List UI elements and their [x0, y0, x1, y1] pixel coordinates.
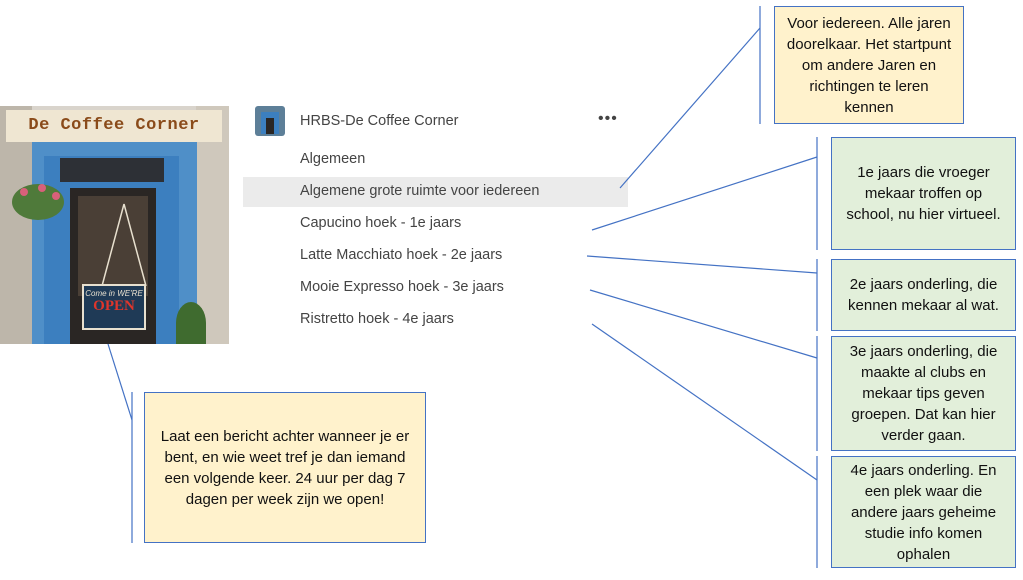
callout-year1: 1e jaars die vroeger mekaar troffen op s… [831, 137, 1016, 250]
callout-year3: 3e jaars onderling, die maakte al clubs … [831, 336, 1016, 451]
more-options-icon[interactable]: ••• [598, 110, 618, 127]
team-avatar[interactable] [255, 106, 285, 136]
sign-string [101, 203, 147, 287]
channel-latte-macchiato-hoek[interactable]: Latte Macchiato hoek - 2e jaars [243, 241, 628, 271]
photo-wall-right [196, 106, 229, 344]
team-avatar-door [266, 118, 274, 134]
channel-label: Latte Macchiato hoek - 2e jaars [300, 247, 503, 263]
callout-year3-text: 3e jaars onderling, die maakte al clubs … [849, 343, 998, 444]
channel-algemeen[interactable]: Algemeen [243, 145, 628, 175]
channel-label: Algemene grote ruimte voor iedereen [300, 183, 540, 199]
channel-label: Capucino hoek - 1e jaars [300, 215, 462, 231]
callout-year4: 4e jaars onderling. En een plek waar die… [831, 456, 1016, 568]
flower-icon [20, 188, 28, 196]
callout-general-text: Voor iedereen. Alle jaren doorelkaar. He… [786, 14, 952, 116]
channel-capucino-hoek[interactable]: Capucino hoek - 1e jaars [243, 209, 628, 239]
callout-photo-note-text: Laat een bericht achter wanneer je er be… [160, 427, 410, 508]
channel-label: Algemeen [300, 151, 366, 167]
connector-year1 [591, 156, 818, 231]
open-sign: Come in WE'RE OPEN [82, 284, 146, 330]
shop-sign-text: De Coffee Corner [28, 116, 200, 135]
shrub [176, 302, 206, 344]
channel-label: Ristretto hoek - 4e jaars [300, 311, 454, 327]
open-sign-big-text: OPEN [93, 298, 135, 314]
photo-wall-left [0, 106, 32, 344]
connector-year2 [586, 255, 818, 274]
callout-photo-note: Laat een bericht achter wanneer je er be… [144, 392, 426, 543]
callout-year2: 2e jaars onderling, die kennen mekaar al… [831, 259, 1016, 331]
connector-year4 [591, 323, 818, 481]
channel-mooie-expresso-hoek[interactable]: Mooie Expresso hoek - 3e jaars [243, 273, 628, 303]
callout-year1-text: 1e jaars die vroeger mekaar troffen op s… [846, 164, 1001, 223]
channel-label: Mooie Expresso hoek - 3e jaars [300, 279, 504, 295]
flower-icon [52, 192, 60, 200]
flower-icon [38, 184, 46, 192]
team-name[interactable]: HRBS-De Coffee Corner [300, 113, 459, 129]
connector-general [619, 27, 761, 189]
callout-year4-text: 4e jaars onderling. En een plek waar die… [850, 461, 997, 563]
callout-general: Voor iedereen. Alle jaren doorelkaar. He… [774, 6, 964, 124]
shop-sign: De Coffee Corner [6, 110, 222, 142]
channel-algemene-grote-ruimte[interactable]: Algemene grote ruimte voor iedereen [243, 177, 628, 207]
open-sign-small-text: Come in WE'RE [85, 289, 143, 298]
connector-year3 [589, 289, 818, 359]
channel-ristretto-hoek[interactable]: Ristretto hoek - 4e jaars [243, 305, 628, 335]
connector-photo-note [107, 343, 133, 421]
door-transom-window [60, 158, 164, 182]
coffee-corner-photo: De Coffee Corner Come in WE'RE OPEN [0, 106, 229, 344]
callout-year2-text: 2e jaars onderling, die kennen mekaar al… [848, 276, 999, 314]
